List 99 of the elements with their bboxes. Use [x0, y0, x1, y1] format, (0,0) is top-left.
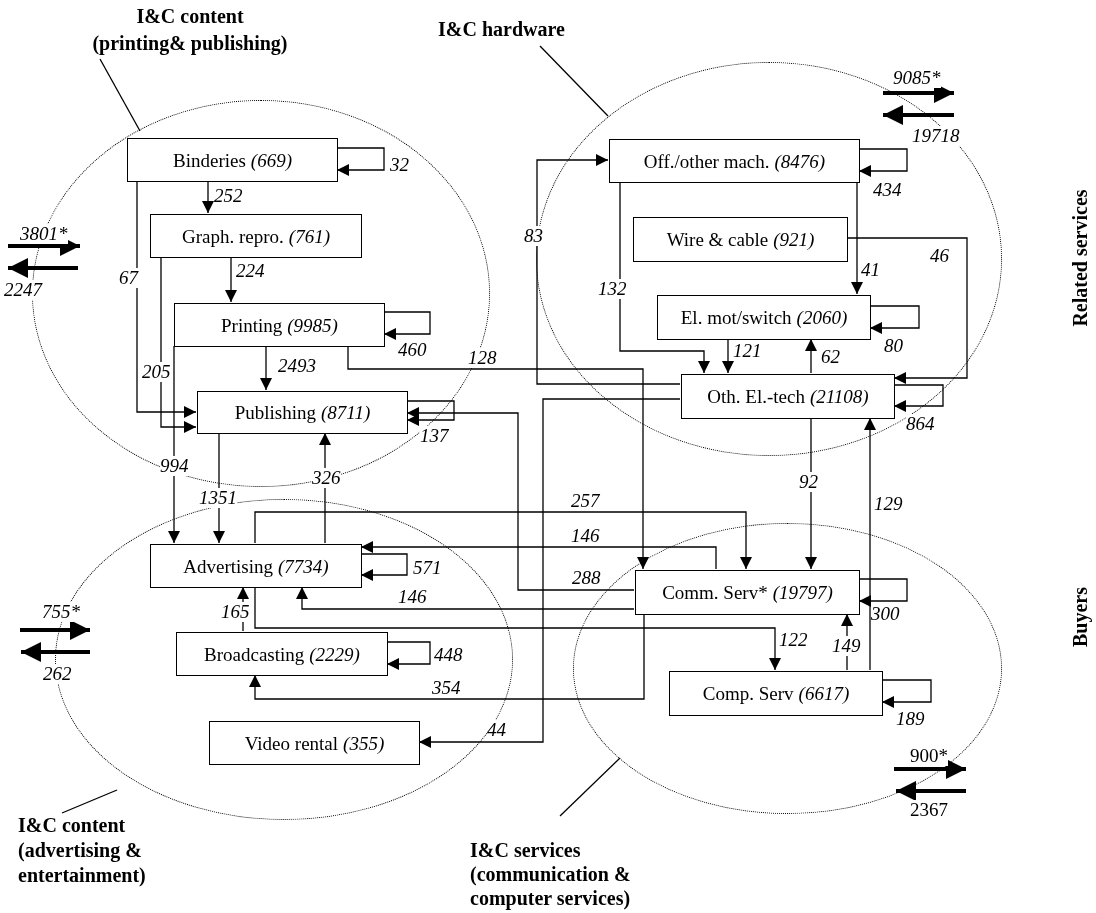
process-box	[633, 217, 848, 262]
arrow	[864, 417, 876, 671]
value-label: (9985)	[287, 315, 338, 335]
edge-label: 132	[598, 279, 627, 299]
loop-arrow	[336, 147, 385, 176]
arrow	[722, 338, 734, 374]
process-box	[657, 295, 871, 340]
process-name: Oth. El.-tech	[707, 387, 805, 406]
process-name: Video rental	[244, 733, 339, 753]
arrow	[136, 180, 197, 418]
value-label: (7734)	[278, 556, 329, 576]
group-heading: I&C services (communication & computer services)	[470, 838, 650, 912]
edge-label: 149	[832, 636, 861, 656]
loop-arrow	[893, 384, 944, 412]
edge-label: 994	[160, 456, 189, 476]
arrow	[619, 181, 710, 374]
arrow	[254, 586, 781, 671]
value-label: (2229)	[309, 644, 360, 664]
process-box	[197, 391, 408, 434]
edge-label: 128	[468, 348, 497, 368]
arrow	[296, 586, 635, 610]
leader-line	[99, 58, 141, 132]
arrow	[168, 345, 180, 544]
arrow	[805, 338, 817, 374]
value-label: (21108)	[809, 387, 869, 406]
loop-arrow	[360, 553, 408, 581]
flow-value: 900*	[910, 746, 948, 766]
group-heading: I&C hardware	[438, 16, 613, 46]
process-box	[609, 139, 860, 183]
process-name: Broadcasting	[204, 644, 305, 664]
process-name: Publishing	[234, 403, 317, 422]
process-name: Advertising	[183, 556, 274, 576]
value-label: (2060)	[796, 308, 848, 327]
process-name: Off./other mach.	[643, 151, 770, 171]
loop-arrow	[858, 578, 908, 607]
value-label: (921)	[773, 230, 815, 249]
arrow	[360, 541, 717, 570]
edge-label: 1351	[199, 488, 237, 508]
process-name: Graph. repro.	[182, 226, 284, 246]
value-label: (761)	[288, 226, 330, 246]
flow-value: 9085*	[893, 68, 941, 88]
leader-line	[61, 789, 118, 814]
side-label: Buyers	[1068, 587, 1092, 647]
value-label: (8476)	[774, 151, 826, 171]
process-box	[209, 721, 420, 765]
flow-value: 755*	[42, 602, 80, 622]
flow-value: 2247	[4, 280, 42, 300]
process-box	[176, 632, 388, 676]
arrow	[418, 398, 681, 748]
process-name: Binderies	[173, 150, 246, 170]
process-box	[681, 374, 895, 419]
edge-label: 165	[221, 602, 250, 622]
arrow	[805, 417, 817, 570]
arrow	[851, 181, 863, 295]
arrow	[846, 237, 968, 384]
value-label: (6617)	[798, 684, 850, 703]
arrow	[406, 407, 635, 591]
arrow	[202, 180, 214, 214]
leader-line	[539, 45, 609, 117]
process-name: Comp. Serv	[702, 684, 794, 703]
arrow	[347, 345, 649, 570]
arrow	[536, 154, 681, 385]
side-label: Related services	[1068, 189, 1092, 327]
process-box	[669, 671, 883, 716]
group-heading: I&C content (advertising & entertainment)	[18, 813, 158, 905]
loop-arrow	[406, 400, 455, 426]
group-heading: I&C content (printing& publishing)	[40, 3, 340, 59]
arrow	[225, 256, 237, 303]
arrow	[260, 345, 272, 391]
process-name: Comm. Serv*	[662, 583, 768, 602]
arrow	[254, 511, 752, 570]
flow-value: 3801*	[20, 224, 68, 244]
edge-label: 92	[799, 472, 818, 492]
value-label: (669)	[250, 150, 292, 170]
process-box	[635, 570, 860, 615]
process-name: Printing	[221, 315, 283, 335]
loop-arrow	[869, 305, 920, 334]
process-box	[150, 214, 362, 258]
loop-arrow	[383, 311, 431, 340]
loop-arrow	[881, 679, 932, 708]
edge-label: 326	[312, 468, 341, 488]
process-box	[174, 303, 385, 347]
edge-label: 205	[142, 362, 171, 382]
process-box	[150, 544, 362, 588]
flow-value: 19718	[912, 126, 960, 146]
value-label: (19797)	[772, 583, 833, 602]
value-label: (8711)	[321, 403, 371, 422]
arrow	[160, 256, 197, 433]
process-box	[127, 138, 338, 182]
process-name: El. mot/switch	[680, 308, 792, 327]
edge-label: 83	[524, 226, 543, 246]
loop-arrow	[858, 148, 908, 177]
value-label: (355)	[343, 733, 385, 753]
leader-line	[559, 757, 621, 817]
flow-value: 262	[43, 664, 72, 684]
arrow	[249, 613, 645, 700]
loop-arrow	[386, 641, 431, 670]
edge-label: 67	[119, 268, 138, 288]
process-name: Wire & cable	[666, 230, 769, 249]
